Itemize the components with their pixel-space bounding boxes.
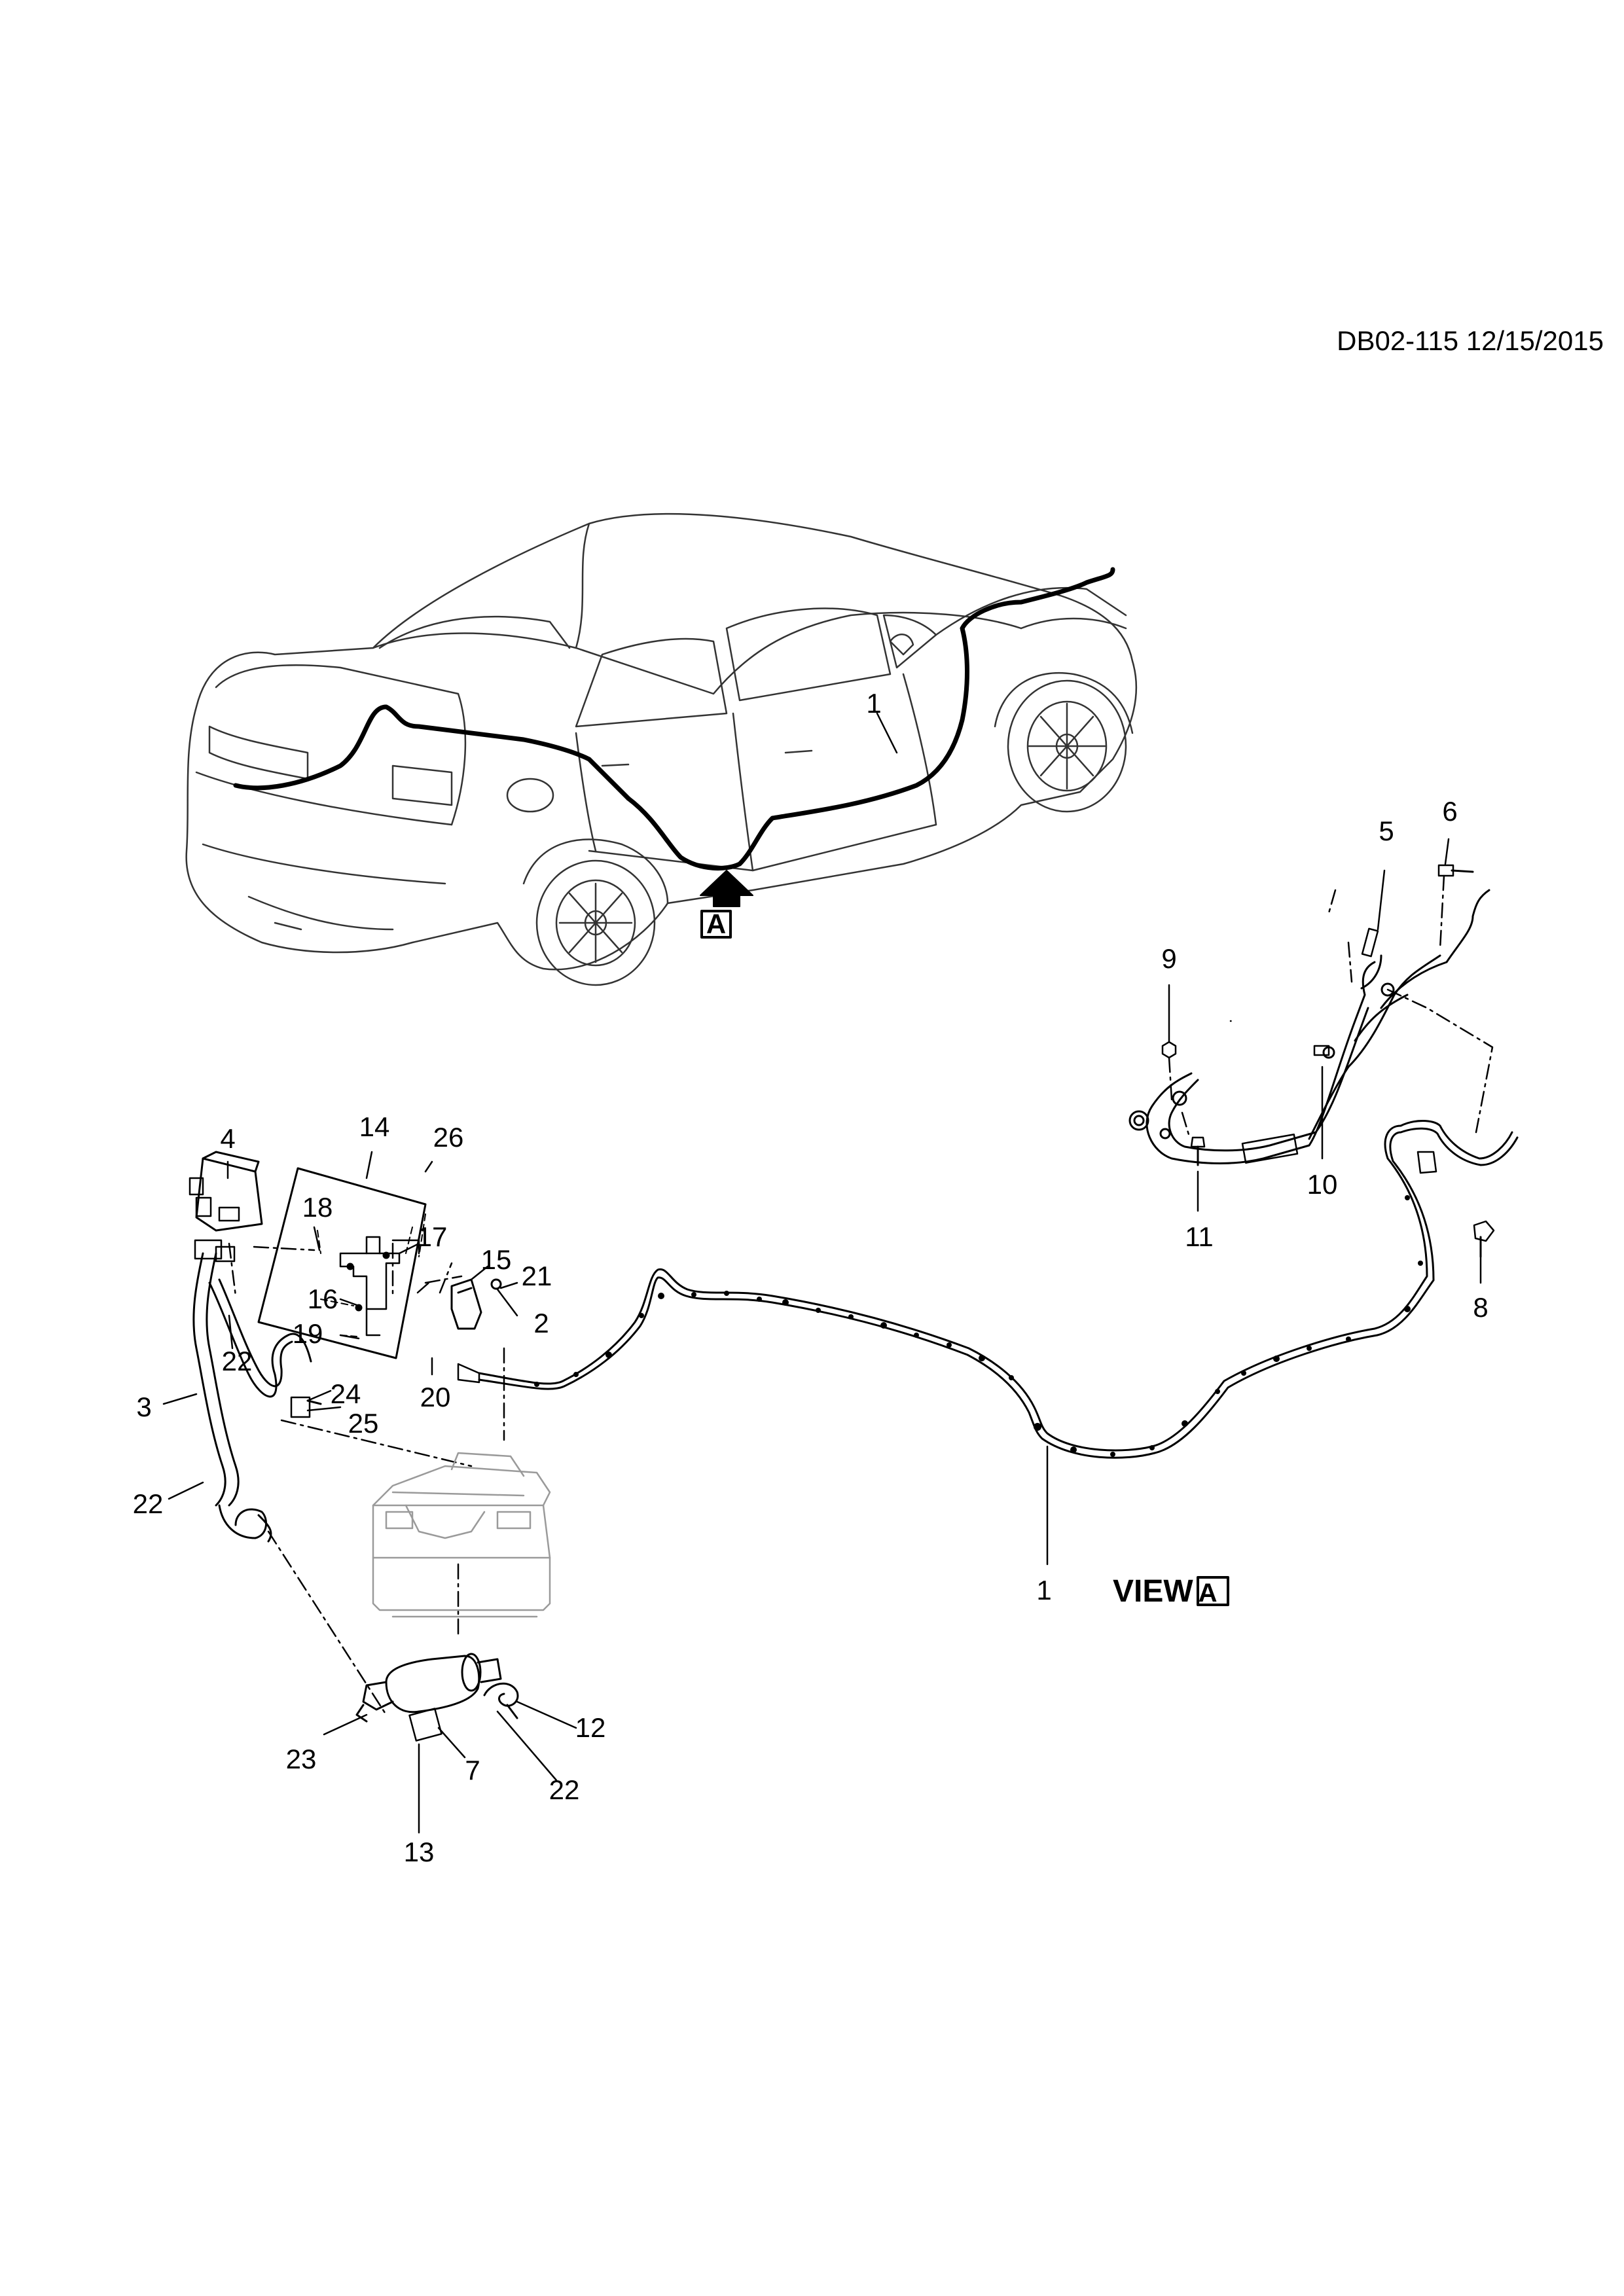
callout-21: 21 <box>521 1261 552 1291</box>
callout-15: 15 <box>480 1244 512 1275</box>
module-4 <box>189 1151 263 1232</box>
view-arrow-a <box>700 870 753 907</box>
callout-9: 9 <box>1161 943 1177 974</box>
callout-18: 18 <box>302 1192 333 1223</box>
callout-26: 26 <box>433 1122 464 1153</box>
callout-19: 19 <box>292 1318 323 1349</box>
harness-clips <box>534 1195 1423 1457</box>
starter-motor-7 <box>355 1653 519 1742</box>
callout-3: 3 <box>136 1391 152 1422</box>
fuse-block-bracket-box <box>257 1167 427 1359</box>
cable-3 <box>192 1239 322 1543</box>
callout-4: 4 <box>220 1123 236 1154</box>
callout-23: 23 <box>285 1744 317 1774</box>
callout-7: 7 <box>465 1755 480 1785</box>
callout-6: 6 <box>1442 796 1458 827</box>
car-harness <box>233 567 1115 871</box>
callout-25: 25 <box>348 1408 379 1439</box>
dashed-inner-leaders <box>317 1213 426 1337</box>
callout-20: 20 <box>420 1382 451 1412</box>
callout-5: 5 <box>1379 816 1394 846</box>
callout-13: 13 <box>403 1837 435 1867</box>
callout-22-lower: 22 <box>132 1488 164 1519</box>
view-marker-box-car <box>700 910 732 939</box>
drawing-reference: DB02-115 12/15/2015 <box>1337 325 1604 356</box>
battery-ghost <box>372 1452 551 1618</box>
rear-harness-assembly <box>1128 864 1490 1166</box>
callout-8: 8 <box>1473 1292 1489 1323</box>
view-title-marker: A <box>1198 1579 1218 1607</box>
car-illustration <box>185 512 1138 986</box>
callout-22-starter: 22 <box>549 1774 580 1805</box>
callout-16: 16 <box>307 1283 338 1314</box>
callout-1-car: 1 <box>866 688 882 719</box>
leader-lines-dashed <box>228 874 1494 1716</box>
callout-1: 1 <box>1036 1575 1052 1605</box>
callout-24: 24 <box>330 1378 361 1409</box>
view-title-text: VIEW <box>1113 1574 1193 1609</box>
callout-14: 14 <box>359 1111 390 1142</box>
callout-22-upper: 22 <box>221 1346 253 1376</box>
callout-2: 2 <box>533 1308 549 1338</box>
bracket-15 <box>450 1278 502 1330</box>
callout-11: 11 <box>1185 1221 1214 1252</box>
callout-17: 17 <box>416 1221 448 1252</box>
callout-12: 12 <box>575 1712 606 1743</box>
callout-10: 10 <box>1307 1169 1338 1200</box>
view-marker-car: A <box>706 908 727 939</box>
main-harness-long <box>457 1120 1519 1459</box>
leader-lines-solid <box>162 712 1482 1834</box>
view-marker-box <box>1197 1576 1229 1606</box>
